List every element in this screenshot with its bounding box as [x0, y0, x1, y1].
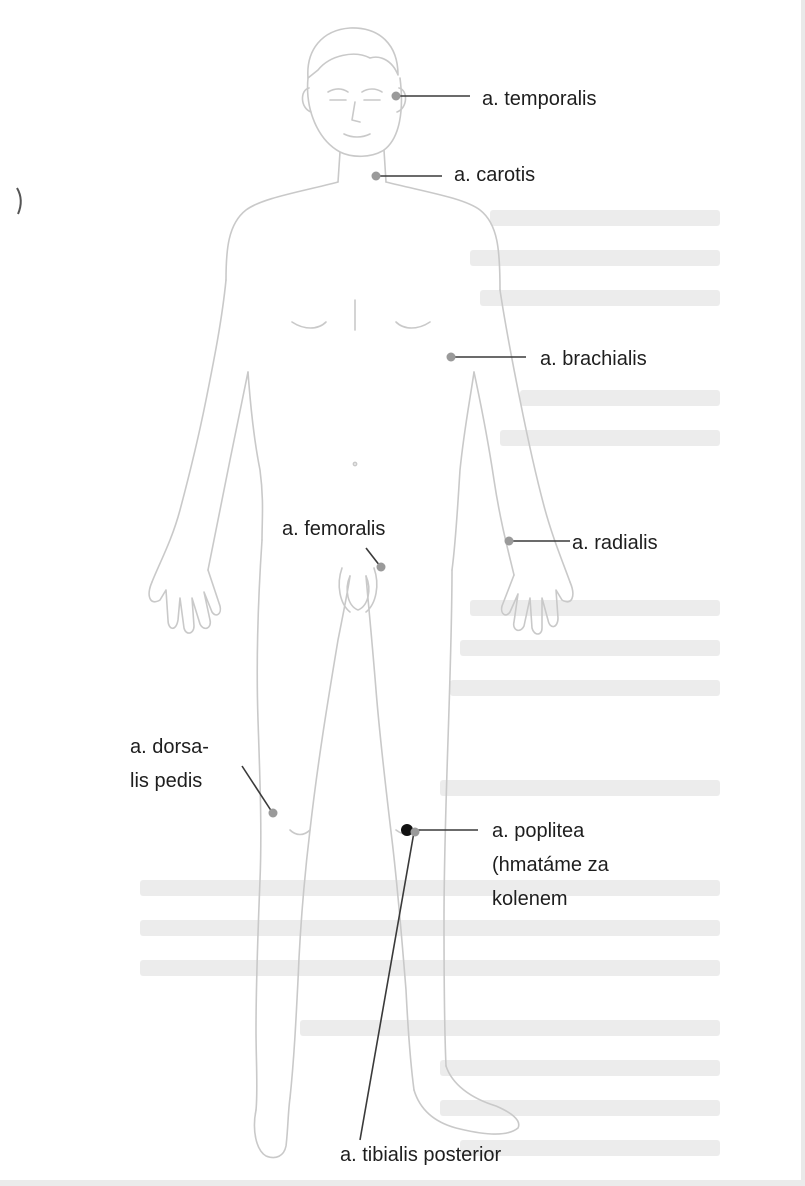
- label-temporalis: a. temporalis: [482, 84, 597, 114]
- leader-dorsalis-pedis: [242, 766, 272, 812]
- pulse-point-carotis: [372, 172, 381, 181]
- pulse-points: [269, 92, 514, 837]
- leader-femoralis: [366, 548, 380, 566]
- label-femoralis: a. femoralis: [282, 514, 385, 544]
- pulse-point-temporalis: [392, 92, 401, 101]
- label-tibialis-posterior: a. tibialis posterior: [340, 1140, 501, 1170]
- pulse-point-tibialis: [411, 828, 420, 837]
- label-brachialis: a. brachialis: [540, 344, 647, 374]
- pulse-point-radialis: [505, 537, 514, 546]
- label-poplitea-note: (hmatáme za: [492, 850, 609, 880]
- pulse-point-brachialis: [447, 353, 456, 362]
- scan-artifact: [17, 188, 21, 214]
- label-poplitea-note-2: kolenem: [492, 884, 568, 914]
- label-radialis: a. radialis: [572, 528, 658, 558]
- body-outline: [149, 28, 573, 1158]
- label-carotis: a. carotis: [454, 160, 535, 190]
- label-dorsalis-pedis: a. dorsa-: [130, 732, 209, 762]
- label-poplitea: a. poplitea: [492, 816, 584, 846]
- pulse-point-femoralis: [377, 563, 386, 572]
- pulse-point-dorsalis-pedis: [269, 809, 278, 818]
- label-dorsalis-pedis-2: lis pedis: [130, 766, 202, 796]
